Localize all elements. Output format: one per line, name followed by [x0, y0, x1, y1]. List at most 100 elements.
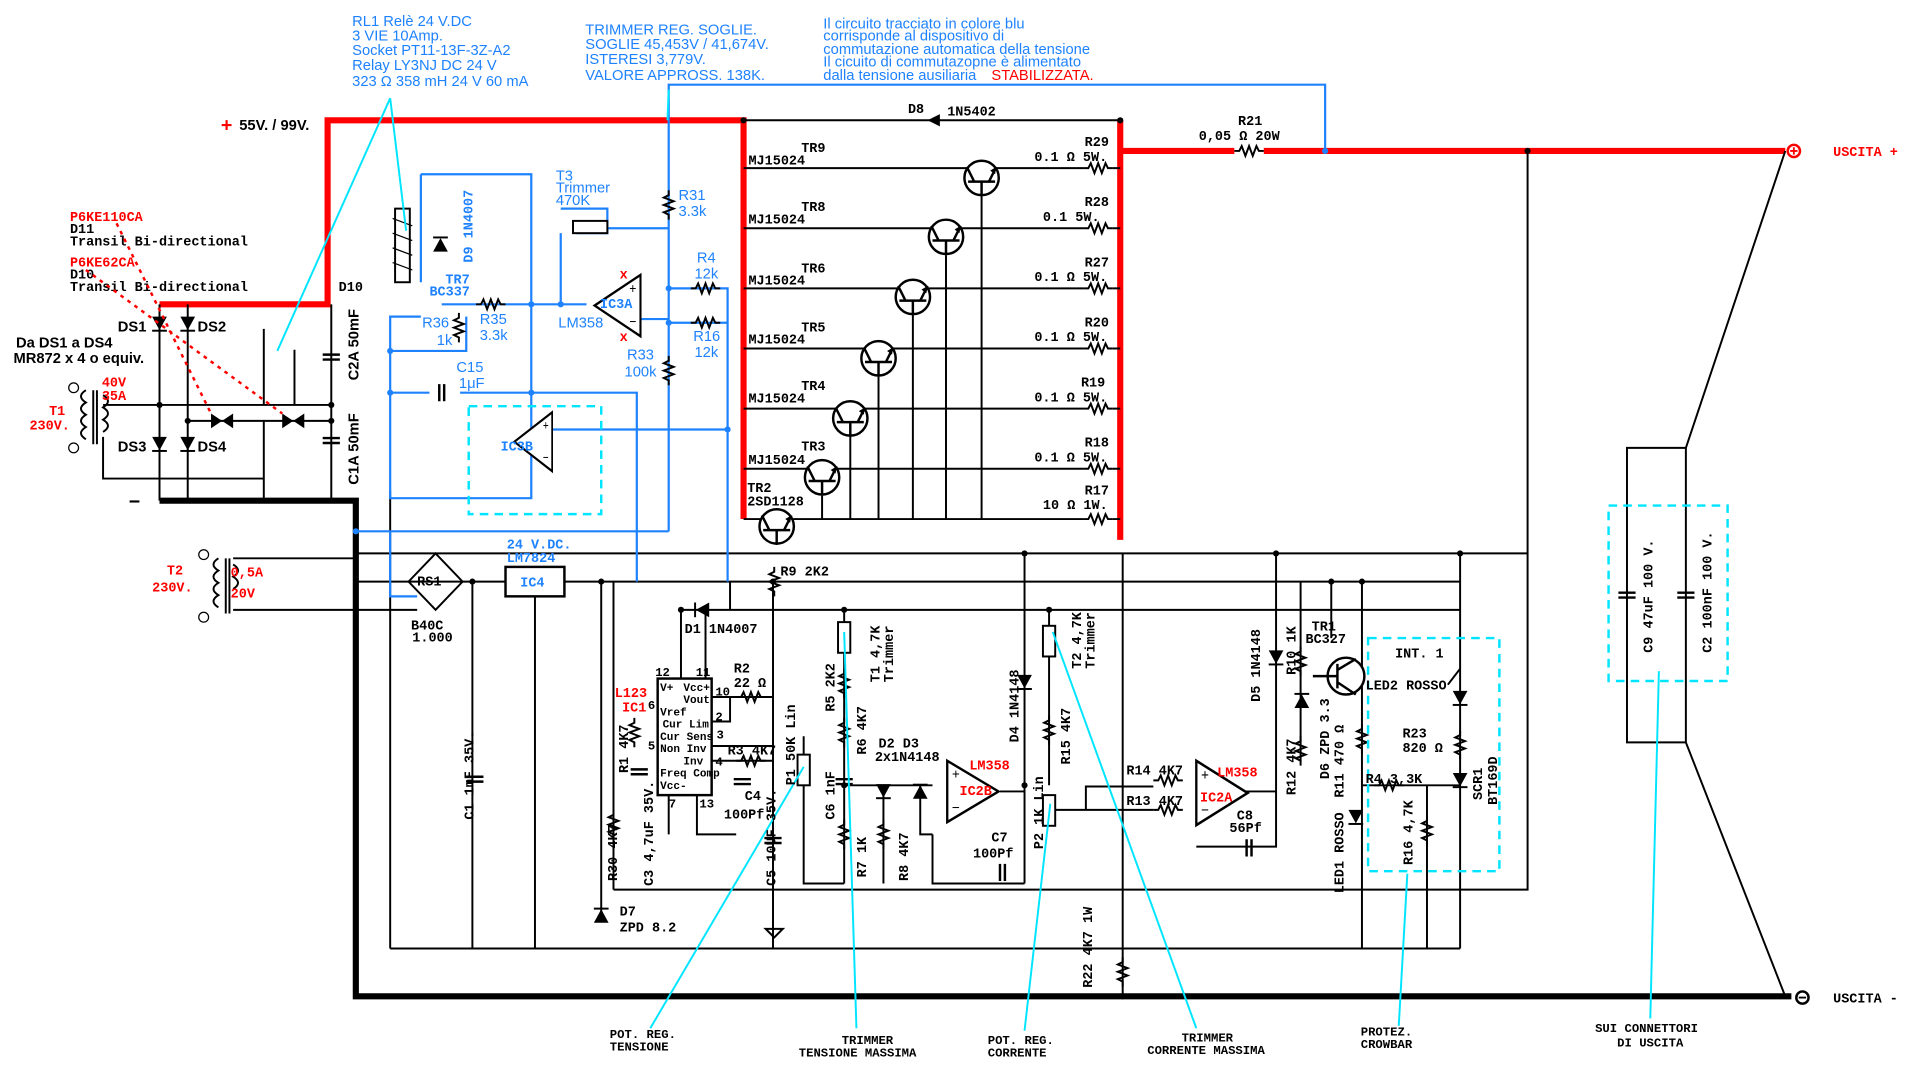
svg-text:R23: R23 [1402, 727, 1426, 742]
main-positive-rail [159, 117, 1786, 540]
ds2-label: DS2 [198, 319, 227, 335]
svg-text:R29: R29 [1085, 136, 1109, 151]
diode-ds1 [151, 315, 168, 332]
blue-circuit-labels: T3 Trimmer 470K R31 3.3k R4 12k R16 12k … [339, 168, 721, 455]
t2-voltage: 20V [231, 588, 256, 603]
svg-text:D10: D10 [339, 281, 363, 296]
svg-text:x: x [620, 331, 628, 346]
svg-text:TR5: TR5 [801, 321, 825, 336]
svg-text:5: 5 [648, 740, 655, 754]
svg-text:10 Ω 1W.: 10 Ω 1W. [1043, 499, 1108, 514]
transistor-tr6 [894, 278, 932, 317]
output-minus-terminal[interactable] [1795, 990, 1810, 1005]
svg-text:C7: C7 [991, 832, 1007, 847]
svg-text:Vcc-: Vcc- [660, 781, 686, 793]
trimmer-t2[interactable] [1041, 624, 1057, 658]
capacitor-c8 [1245, 838, 1253, 858]
svg-text:C8: C8 [1237, 810, 1253, 825]
control-labels: C1 1mF 35V. R30 4K7 D7 ZPD 8.2 D1 1N4007… [464, 565, 1502, 987]
svg-text:MJ15024: MJ15024 [748, 392, 805, 407]
svg-text:R4: R4 [697, 251, 716, 267]
svg-text:C5 10UF 35V.: C5 10UF 35V. [765, 789, 780, 886]
d10-part: P6KE62CA [70, 256, 136, 271]
svg-text:323 Ω 358 mH 24 V 60 mA: 323 Ω 358 mH 24 V 60 mA [352, 74, 528, 90]
svg-text:ISTERESI 3,779V.: ISTERESI 3,779V. [585, 52, 706, 68]
svg-text:D8: D8 [908, 103, 924, 118]
switch-int1[interactable] [1447, 668, 1461, 686]
regulator-ic1 [656, 677, 713, 797]
svg-text:1N5402: 1N5402 [947, 105, 996, 120]
svg-text:Trimmer: Trimmer [556, 181, 610, 197]
transistor-tr8 [927, 218, 965, 257]
svg-text:10: 10 [715, 686, 730, 700]
svg-text:SCR1: SCR1 [1472, 768, 1487, 800]
svg-text:7: 7 [669, 797, 676, 811]
output-plus-terminal[interactable] [1786, 143, 1802, 159]
svg-text:56Pf: 56Pf [1229, 822, 1261, 837]
svg-text:R9 2K2: R9 2K2 [780, 565, 829, 580]
svg-text:D7: D7 [620, 905, 636, 920]
svg-text:1k: 1k [437, 333, 453, 349]
transistor-tr3 [803, 458, 841, 497]
svg-text:MJ15024: MJ15024 [748, 334, 805, 349]
svg-text:R6 4K7: R6 4K7 [856, 706, 871, 755]
svg-text:TR2: TR2 [747, 482, 771, 497]
svg-text:22 Ω: 22 Ω [734, 677, 766, 692]
svg-text:D1 1N4007: D1 1N4007 [685, 623, 758, 638]
svg-text:PROTEZ.: PROTEZ. [1361, 1026, 1412, 1040]
svg-text:R13 4K7: R13 4K7 [1126, 795, 1183, 810]
ds1-label: DS1 [118, 319, 147, 335]
d10-type: Transil Bi-directional [70, 281, 248, 296]
svg-text:R10 1K: R10 1K [1286, 625, 1301, 674]
svg-text:TRIMMER REG. SOGLIE.: TRIMMER REG. SOGLIE. [585, 22, 757, 38]
svg-text:L123: L123 [615, 687, 647, 702]
capacitor-c3 [629, 768, 650, 776]
svg-text:Freq Comp: Freq Comp [660, 769, 720, 781]
svg-text:D2 D3: D2 D3 [879, 737, 919, 752]
trimmer-note: TRIMMER REG. SOGLIE. SOGLIE 45,453V / 41… [585, 22, 769, 83]
svg-text:IC2A: IC2A [1200, 791, 1233, 806]
svg-text:0.1 Ω 5W.: 0.1 Ω 5W. [1034, 391, 1107, 406]
svg-text:D5 1N4148: D5 1N4148 [1250, 629, 1265, 702]
ic4-voltage: 24 V.DC. [507, 538, 572, 553]
diode-d3 [911, 783, 929, 800]
svg-text:470K: 470K [556, 193, 591, 209]
svg-text:Non Inv: Non Inv [660, 744, 707, 756]
ic3b-highlight-box [467, 404, 603, 516]
transil-pointer-arrows [85, 222, 283, 415]
ds4-label: DS4 [198, 440, 227, 456]
d11-label: D11 [70, 223, 94, 238]
rectifier-note: Da DS1 a DS4 [16, 335, 113, 351]
svg-text:0.1 Ω 5W.: 0.1 Ω 5W. [1034, 331, 1107, 346]
svg-text:D4 1N4148: D4 1N4148 [1008, 670, 1023, 743]
svg-text:R28: R28 [1085, 196, 1109, 211]
svg-text:12: 12 [655, 666, 670, 680]
output-caps-highlight-box [1607, 504, 1729, 683]
svg-text:dalla tensione ausiliaria: dalla tensione ausiliaria [823, 68, 977, 84]
svg-text:BC337: BC337 [429, 286, 469, 301]
svg-text:6: 6 [648, 699, 655, 713]
svg-text:Trimmer: Trimmer [883, 626, 898, 683]
svg-text:V+: V+ [660, 683, 674, 695]
svg-text:Vref: Vref [660, 707, 687, 719]
transistor-tr4 [831, 400, 869, 439]
diode-ds3 [151, 435, 168, 452]
bridge-rectifier-rs1 [407, 551, 464, 612]
svg-text:C3 4,7uF 35V.: C3 4,7uF 35V. [643, 781, 658, 886]
svg-text:D9 1N4007: D9 1N4007 [462, 190, 477, 263]
svg-text:R16 4,7K: R16 4,7K [1402, 799, 1417, 865]
svg-text:R17: R17 [1085, 485, 1109, 500]
crowbar-highlight-box [1366, 636, 1501, 873]
svg-text:100k: 100k [625, 365, 658, 381]
svg-text:TR4: TR4 [801, 380, 825, 395]
svg-text:100Pf: 100Pf [724, 808, 764, 823]
t2-label: T2 [167, 564, 183, 579]
svg-text:R16: R16 [693, 329, 720, 345]
svg-text:2SD1128: 2SD1128 [747, 496, 804, 511]
svg-text:CORRENTE MASSIMA: CORRENTE MASSIMA [1147, 1044, 1265, 1058]
ic4-label: IC4 [520, 577, 544, 592]
potentiometer-p1[interactable] [796, 753, 811, 787]
svg-text:T1 4,7K: T1 4,7K [870, 625, 885, 683]
rs1-rating: 1.000 [412, 632, 452, 647]
svg-text:TRIMMER: TRIMMER [1182, 1032, 1234, 1046]
